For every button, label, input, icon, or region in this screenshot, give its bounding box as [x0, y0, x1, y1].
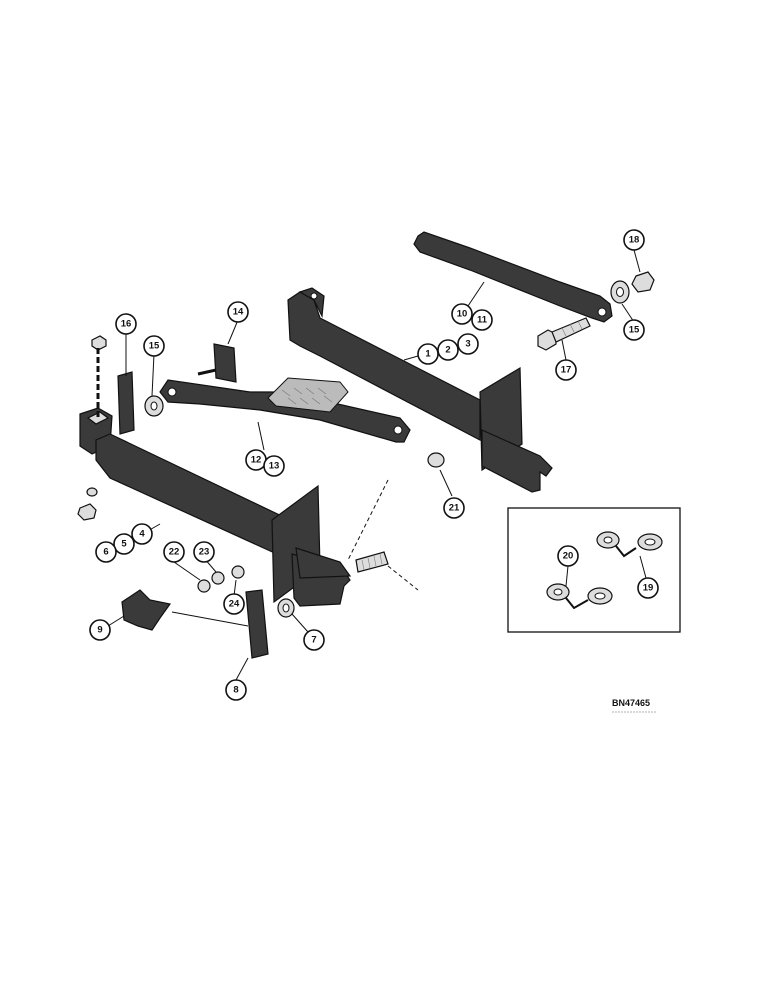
callout-16: 16 — [115, 313, 137, 335]
svg-text:5: 5 — [121, 539, 127, 550]
stud-plate-14 — [197, 343, 237, 383]
callout-23: 23 — [193, 541, 215, 563]
callout-17: 17 — [555, 359, 577, 381]
step-bar — [159, 377, 411, 443]
callout-10: 10 — [451, 303, 473, 325]
svg-text:20: 20 — [563, 551, 574, 562]
svg-text:24: 24 — [229, 599, 240, 610]
lock-washer-pair-19 — [596, 531, 663, 558]
callout-6: 6 — [95, 541, 117, 563]
callout-7: 7 — [303, 629, 325, 651]
callout-9: 9 — [89, 619, 111, 641]
svg-text:18: 18 — [629, 235, 640, 246]
svg-text:3: 3 — [465, 339, 470, 350]
svg-text:16: 16 — [121, 319, 132, 330]
lower-washer-nut — [77, 487, 98, 521]
nut-18 — [631, 271, 655, 293]
callout-3: 3 — [457, 333, 479, 355]
svg-text:9: 9 — [97, 625, 102, 636]
callout-19: 19 — [637, 577, 659, 599]
washer-21 — [427, 452, 445, 468]
callout-21: 21 — [443, 497, 465, 519]
svg-text:1: 1 — [425, 349, 431, 360]
svg-text:7: 7 — [311, 635, 316, 646]
callout-15-left: 15 — [143, 335, 165, 357]
svg-text:21: 21 — [449, 503, 460, 514]
svg-text:8: 8 — [233, 685, 238, 696]
lock-washer-pair-20 — [546, 583, 613, 610]
knob-9 — [121, 589, 249, 631]
inset-box — [507, 507, 681, 633]
washer-15-right — [610, 280, 630, 304]
threaded-stud — [355, 551, 389, 573]
svg-text:15: 15 — [149, 341, 160, 352]
bolt-16 — [91, 335, 107, 420]
plate-8 — [245, 589, 269, 659]
callout-5: 5 — [113, 533, 135, 555]
callout-2: 2 — [437, 339, 459, 361]
svg-text:17: 17 — [561, 365, 572, 376]
callout-24: 24 — [223, 593, 245, 615]
callout-13: 13 — [263, 455, 285, 477]
svg-text:11: 11 — [477, 315, 488, 326]
assembly-line-1 — [347, 479, 389, 561]
svg-text:2: 2 — [445, 345, 450, 356]
callout-4: 4 — [131, 523, 153, 545]
svg-text:10: 10 — [457, 309, 468, 320]
svg-text:12: 12 — [251, 455, 262, 466]
svg-text:19: 19 — [643, 583, 654, 594]
callout-11: 11 — [471, 309, 493, 331]
drawing-reference-code: BN47465 — [612, 698, 650, 708]
callout-1: 1 — [417, 343, 439, 365]
svg-text:22: 22 — [169, 547, 180, 558]
svg-text:6: 6 — [103, 547, 108, 558]
washer-15-left — [144, 395, 164, 417]
callout-14: 14 — [227, 301, 249, 323]
brace-bar — [413, 231, 613, 323]
hardware-22-23-24 — [197, 565, 245, 593]
right-beam — [287, 287, 553, 493]
callout-20: 20 — [557, 545, 579, 567]
callout-22: 22 — [163, 541, 185, 563]
svg-text:15: 15 — [629, 325, 640, 336]
bolt-17 — [537, 317, 591, 351]
svg-text:14: 14 — [233, 307, 244, 318]
left-beam — [79, 371, 352, 607]
svg-text:23: 23 — [199, 547, 210, 558]
svg-text:4: 4 — [139, 529, 145, 540]
assembly-line-2 — [387, 565, 419, 591]
svg-text:13: 13 — [269, 461, 280, 472]
callout-18: 18 — [623, 229, 645, 251]
washer-7 — [277, 598, 295, 618]
callout-8: 8 — [225, 679, 247, 701]
callout-15-right: 15 — [623, 319, 645, 341]
callout-12: 12 — [245, 449, 267, 471]
